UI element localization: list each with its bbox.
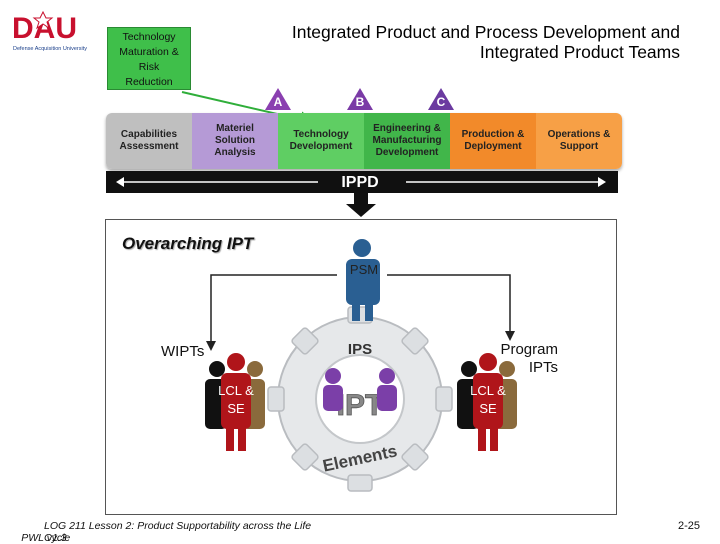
- psm-person-icon: [346, 239, 380, 321]
- ips-gear-icon: IPS IPT Elements: [267, 306, 453, 492]
- milestone-a: A: [265, 88, 291, 110]
- program-ipts-label: Program IPTs: [476, 341, 558, 377]
- purple-team-icon: [323, 368, 397, 411]
- tech-maturation-line: Reduction: [125, 76, 173, 88]
- ipt-diagram: IPS IPT Elements: [205, 239, 517, 492]
- phase-emd: Engineering & Manufacturing Development: [364, 113, 450, 169]
- ippd-label: IPPD: [341, 174, 379, 191]
- wipts-label: WIPTs: [161, 343, 205, 360]
- title-line-1: Integrated Product and Process Developme…: [291, 22, 680, 42]
- gear-center-label: IPT: [337, 389, 384, 422]
- program-ipts-line-1: Program: [500, 341, 558, 358]
- phase-operations-support: Operations & Support: [536, 113, 622, 169]
- phase-technology-development: Technology Development: [278, 113, 364, 169]
- phase-production-deployment: Production & Deployment: [450, 113, 536, 169]
- lcl-se-line-2: SE: [227, 401, 245, 416]
- tech-maturation-line: Risk: [138, 61, 160, 73]
- footer-version: v1.3: [46, 532, 67, 544]
- gear-top-label: IPS: [348, 341, 372, 358]
- tech-maturation-line: Technology: [122, 31, 176, 43]
- left-team-icon: [205, 353, 265, 451]
- psm-label: PSM: [349, 262, 379, 277]
- footer-course: LOG 211 Lesson 2: Product Supportability…: [44, 520, 312, 544]
- star-icon: [32, 10, 54, 30]
- overarching-ipt-box: [105, 219, 617, 515]
- slide-title: Integrated Product and Process Developme…: [196, 22, 680, 62]
- lcl-se-label-left: LCL & SE: [212, 382, 260, 418]
- acquisition-phase-bar: Capabilities Assessment Materiel Solutio…: [106, 113, 622, 169]
- lcl-se-line-2: SE: [479, 401, 497, 416]
- lcl-se-line-1: LCL &: [218, 383, 254, 398]
- right-team-icon: [457, 353, 517, 451]
- footer-overlap: PWL: [21, 532, 44, 544]
- ippd-band: [106, 171, 618, 193]
- program-ipts-line-2: IPTs: [528, 359, 558, 376]
- phase-materiel-solution-analysis: Materiel Solution Analysis: [192, 113, 278, 169]
- lcl-se-label-right: LCL & SE: [464, 382, 512, 418]
- lcl-se-line-1: LCL &: [470, 383, 506, 398]
- overarching-ipt-title: Overarching IPT: [122, 234, 254, 253]
- connector-line-left: [210, 274, 337, 347]
- footer-text: LOG 211 Lesson 2: Product Supportability…: [21, 520, 337, 544]
- title-line-2: Integrated Product Teams: [479, 42, 680, 62]
- connector-line-right: [387, 274, 511, 337]
- phase-capabilities-assessment: Capabilities Assessment: [106, 113, 192, 169]
- page-number: 2-25: [677, 520, 700, 532]
- ippd-arrows: [116, 177, 606, 217]
- dau-logo: DAU Defense Acquisition University: [12, 10, 87, 52]
- tech-maturation-box: Technology Maturation & Risk Reduction: [107, 27, 191, 90]
- down-arrow-icon: [346, 204, 376, 217]
- milestone-c: C: [428, 88, 454, 110]
- tech-maturation-line: Maturation &: [119, 46, 179, 58]
- milestone-b: B: [347, 88, 373, 110]
- logo-subtitle: Defense Acquisition University: [13, 46, 87, 52]
